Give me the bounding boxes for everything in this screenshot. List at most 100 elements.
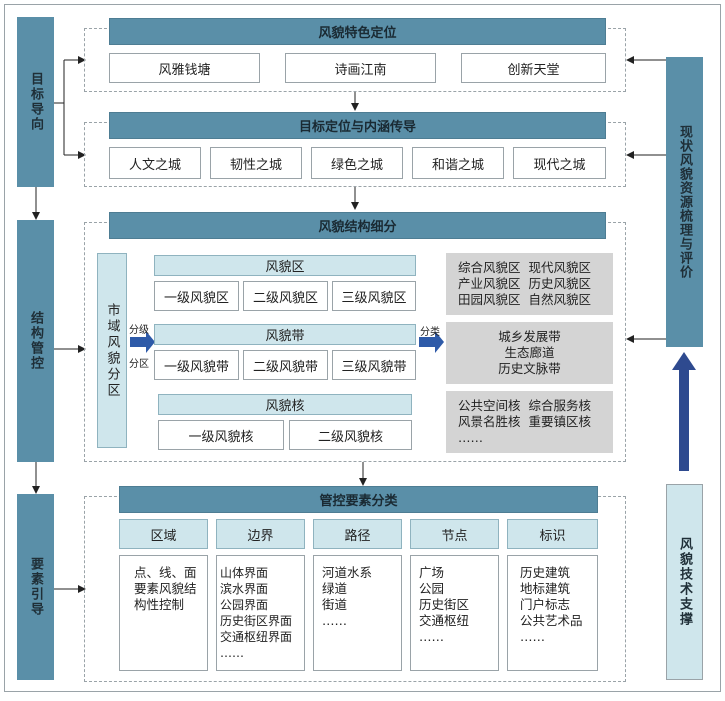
element-column-header: 节点 (410, 519, 499, 549)
section-goal-title: 目标定位与内涵传导 (109, 112, 606, 139)
column-line: 绿道 (322, 581, 348, 596)
belt-type-line: 历史文脉带 (498, 361, 561, 376)
goal-item-label: 人文之城 (128, 157, 181, 173)
column-line: 要素风貌结 (134, 581, 197, 596)
belt-level-label: 二级风貌带 (252, 359, 318, 375)
column-line: 历史街区界面 (220, 614, 293, 628)
zone-type-line: 综合风貌区 现代风貌区 (458, 260, 591, 275)
evaluation-bar: 现状风貌资源梳理与评价 (666, 57, 703, 347)
section-elements-title: 管控要素分类 (119, 486, 598, 513)
goal-title-text: 目标定位与内涵传导 (298, 120, 416, 135)
positioning-item: 风雅钱塘 (109, 53, 260, 83)
core-level: 一级风貌核 (158, 420, 284, 450)
core-level-label: 一级风貌核 (188, 429, 254, 445)
belt-level-label: 三级风貌带 (341, 359, 407, 375)
core-level: 二级风貌核 (289, 420, 412, 450)
column-header-text: 标识 (539, 528, 566, 544)
column-header-text: 区域 (150, 528, 177, 544)
core-title-text: 风貌核 (265, 399, 305, 414)
positioning-item-label: 风雅钱塘 (158, 62, 211, 78)
positioning-item-label: 创新天堂 (507, 62, 560, 78)
belt-title: 风貌带 (154, 324, 416, 345)
column-line: 河道水系 (322, 565, 373, 580)
column-line: …… (520, 629, 545, 644)
column-line: 交通枢纽界面 (220, 630, 293, 644)
column-line: 点、线、面 (134, 565, 197, 580)
tech-support-label: 风貌技术支撑 (677, 537, 692, 627)
zone-level-label: 三级风貌区 (341, 290, 407, 306)
goal-item: 绿色之城 (311, 147, 403, 179)
column-line: 公共艺术品 (520, 613, 583, 628)
belt-type-line: 生态廊道 (504, 345, 555, 360)
column-header-text: 节点 (441, 528, 468, 544)
column-line: 门户标志 (520, 597, 571, 612)
element-column-body: 广场 公园 历史街区 交通枢纽 …… (410, 555, 499, 671)
structure-control-bar: 结构管控 (17, 220, 54, 462)
zone-level-label: 一级风貌区 (163, 290, 229, 306)
belt-level: 三级风貌带 (332, 350, 416, 380)
column-line: …… (322, 613, 347, 628)
goal-oriented-bar: 目标导向 (17, 17, 54, 187)
column-line: 构性控制 (134, 597, 185, 612)
zoning-label: 分区 (129, 359, 149, 370)
zone-type-line: 产业风貌区 历史风貌区 (458, 276, 591, 291)
element-column-body: 点、线、面 要素风貌结 构性控制 (119, 555, 208, 671)
belt-level-label: 一级风貌带 (163, 359, 229, 375)
column-line: 历史建筑 (520, 565, 571, 580)
element-column-body: 山体界面 滨水界面 公园界面 历史街区界面 交通枢纽界面 …… (216, 555, 305, 671)
goal-item-label: 韧性之城 (229, 157, 282, 173)
column-header-text: 边界 (247, 528, 274, 544)
tech-support-bar: 风貌技术支撑 (666, 484, 703, 680)
element-column-header: 区域 (119, 519, 208, 549)
goal-item: 韧性之城 (210, 147, 302, 179)
column-line: 历史街区 (419, 597, 470, 612)
belt-type-line: 城乡发展带 (498, 329, 561, 344)
classify-label: 分类 (420, 327, 440, 338)
goal-item: 现代之城 (513, 147, 606, 179)
column-line: …… (220, 646, 244, 660)
element-guide-bar: 要素引导 (17, 494, 54, 680)
column-line: 地标建筑 (520, 581, 571, 596)
structure-title-text: 风貌结构细分 (318, 220, 397, 235)
core-types-box: 公共空间核 综合服务核 风景名胜核 重要镇区核 …… (446, 391, 613, 453)
core-type-line: …… (458, 430, 483, 445)
city-zone-box: 市域风貌分区 (97, 253, 127, 448)
zone-level-label: 二级风貌区 (252, 290, 318, 306)
element-column-header: 边界 (216, 519, 305, 549)
zone-type-line: 田园风貌区 自然风貌区 (458, 292, 591, 307)
evaluation-label: 现状风貌资源梳理与评价 (677, 125, 692, 279)
core-type-line: 公共空间核 综合服务核 (458, 398, 591, 413)
belt-level: 一级风貌带 (154, 350, 239, 380)
zone-title-text: 风貌区 (265, 260, 305, 275)
positioning-title-text: 风貌特色定位 (318, 26, 397, 41)
zone-level: 二级风貌区 (243, 281, 328, 311)
goal-oriented-label: 目标导向 (28, 72, 43, 132)
column-line: 交通枢纽 (419, 613, 470, 628)
city-zone-label: 市域风貌分区 (104, 302, 120, 399)
zone-types-box: 综合风貌区 现代风貌区 产业风貌区 历史风貌区 田园风貌区 自然风貌区 (446, 253, 613, 315)
belt-types-box: 城乡发展带 生态廊道 历史文脉带 (446, 322, 613, 384)
outer-frame (4, 4, 721, 692)
grading-label: 分级 (129, 325, 149, 336)
element-column-body: 河道水系 绿道 街道 …… (313, 555, 402, 671)
section-positioning-title: 风貌特色定位 (109, 18, 606, 45)
section-structure-title: 风貌结构细分 (109, 212, 606, 239)
column-header-text: 路径 (344, 528, 371, 544)
goal-item-label: 和谐之城 (431, 157, 484, 173)
column-line: 公园界面 (220, 598, 269, 612)
zone-level: 一级风貌区 (154, 281, 239, 311)
core-level-label: 二级风貌核 (317, 429, 383, 445)
zone-title: 风貌区 (154, 255, 416, 276)
positioning-item-label: 诗画江南 (334, 62, 387, 78)
goal-item-label: 现代之城 (533, 157, 586, 173)
goal-item-label: 绿色之城 (330, 157, 383, 173)
belt-level: 二级风貌带 (243, 350, 328, 380)
column-line: 街道 (322, 597, 348, 612)
column-line: 公园 (419, 581, 445, 596)
column-line: 广场 (419, 565, 445, 580)
positioning-item: 诗画江南 (285, 53, 436, 83)
element-column-header: 路径 (313, 519, 402, 549)
element-column-body: 历史建筑 地标建筑 门户标志 公共艺术品 …… (507, 555, 598, 671)
column-line: …… (419, 629, 444, 644)
